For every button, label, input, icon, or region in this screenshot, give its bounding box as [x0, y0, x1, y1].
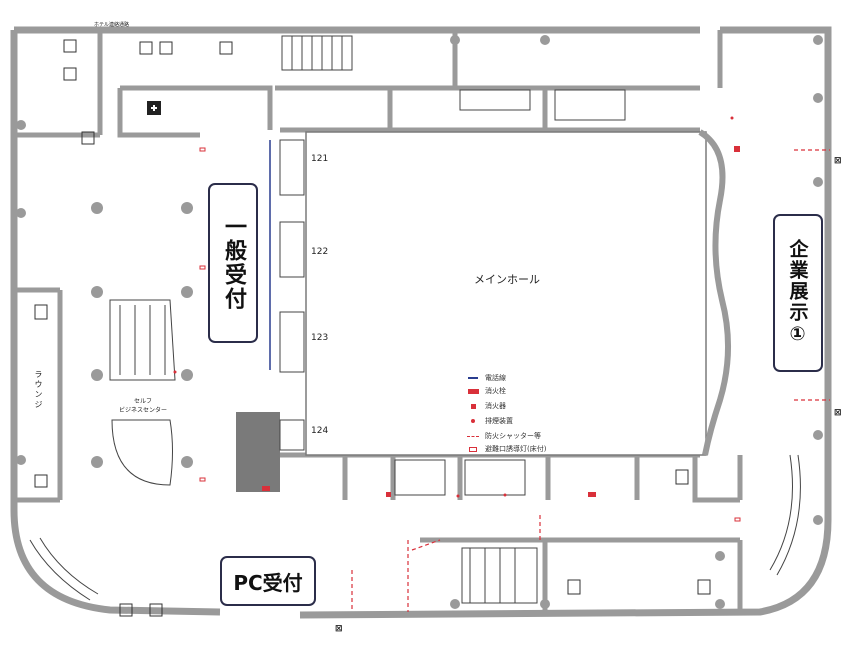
legend-item-phone-line: 電話線	[466, 373, 506, 383]
fire-equipment	[173, 116, 740, 498]
row-122-label: 122	[311, 247, 329, 257]
legend-item-hydrant: 消火栓	[466, 386, 506, 396]
lounge-label: ラウンジ	[34, 370, 43, 410]
business-center-outline	[111, 419, 173, 486]
general-reception-sign: 一般受付	[208, 183, 258, 343]
legend-text: 排煙装置	[485, 417, 513, 425]
corporate-exhibit-sign: 企業展示①	[773, 214, 823, 372]
red-outline-rect-icon	[466, 445, 480, 453]
row-124-label: 124	[311, 426, 329, 436]
curved-stairs	[769, 454, 793, 571]
guide-lights	[199, 147, 741, 522]
legend-item-guide-light: 避難口誘導灯(床付)	[466, 444, 546, 454]
legend-item-fire-shutter: 防火シャッター等	[466, 431, 541, 441]
red-square-icon	[466, 402, 480, 410]
main-hall-area	[305, 131, 707, 456]
hotel-passage-label: ホテル連絡通路	[94, 22, 130, 28]
business-center-label: セルフ ビジネスセンター	[118, 398, 167, 414]
row-123-label: 123	[311, 333, 329, 343]
red-rect-icon	[466, 387, 480, 395]
exhibit-wall	[698, 129, 732, 456]
exit-icon: ⊠	[834, 156, 842, 166]
service-counter	[236, 412, 280, 492]
red-dot-icon	[466, 417, 480, 425]
blue-line-icon	[466, 374, 480, 382]
row-121-label: 121	[311, 154, 329, 164]
columns	[16, 35, 823, 609]
stairs	[29, 35, 626, 604]
legend-text: 消火栓	[485, 387, 506, 395]
legend-text: 電話線	[485, 374, 506, 382]
legend-text: 防火シャッター等	[485, 432, 541, 440]
pc-reception-sign: PC受付	[220, 556, 316, 606]
main-hall-label: メインホール	[474, 273, 540, 286]
legend-item-smoke-vent: 排煙装置	[466, 416, 513, 426]
facility-icons	[34, 39, 711, 617]
exit-icon: ⊠	[335, 624, 343, 634]
legend-item-extinguisher: 消火器	[466, 401, 506, 411]
desk-rows	[269, 139, 305, 451]
legend-text: 避難口誘導灯(床付)	[485, 445, 547, 453]
fire-shutters	[351, 149, 830, 612]
legend-text: 消火器	[485, 402, 506, 410]
exit-icon: ⊠	[834, 408, 842, 418]
red-dashed-line-icon	[466, 432, 480, 440]
outer-walls	[10, 26, 832, 619]
